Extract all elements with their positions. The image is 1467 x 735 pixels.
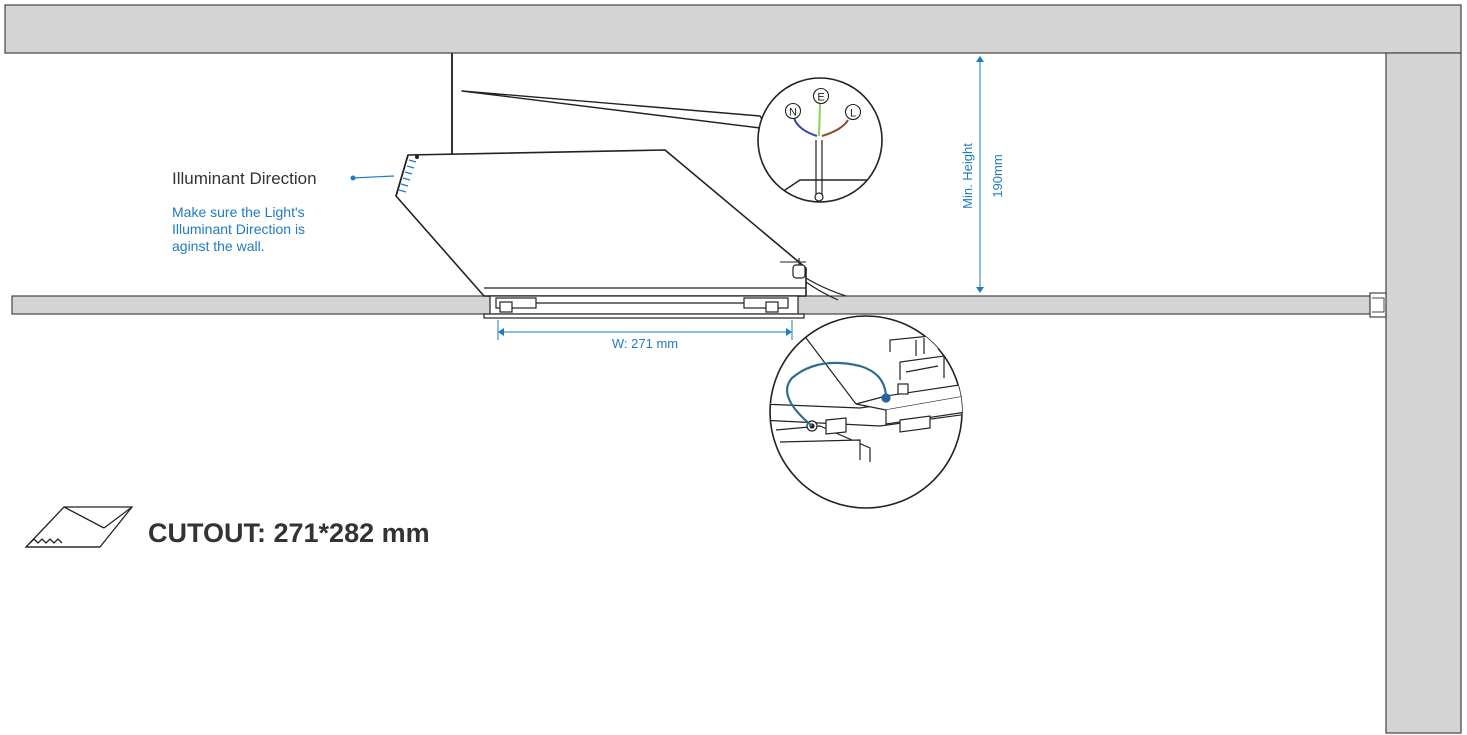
wire-earth: [818, 103, 821, 137]
power-cable: [461, 90, 769, 130]
cutout-label: CUTOUT: 271*282 mm: [148, 518, 430, 548]
live-terminal-icon: [844, 103, 862, 121]
illuminant-note-line-2: Illuminant Direction is: [172, 221, 305, 237]
earth-wire: [786, 361, 888, 427]
wire-neutral: [793, 117, 818, 137]
light-fixture: [395, 149, 847, 301]
illuminant-note-line-1: Make sure the Light's: [172, 204, 305, 220]
min-height-label: Min. Height: [960, 143, 975, 209]
wire-live: [821, 119, 849, 137]
illuminant-marks-icon: [398, 159, 417, 193]
illuminant-label: Illuminant Direction: [172, 169, 317, 188]
clip-detail-circle: [769, 315, 963, 509]
illuminant-callout: Illuminant Direction Make sure the Light…: [172, 169, 395, 254]
neutral-terminal-icon: [784, 102, 802, 120]
live-letter: L: [850, 108, 856, 120]
wall: [1385, 52, 1462, 734]
trim-frame: [483, 295, 805, 319]
min-height-value: 190mm: [990, 154, 1005, 197]
saw-icon: [24, 506, 134, 548]
min-height-dimension: Min. Height 190mm: [960, 56, 1005, 293]
neutral-letter: N: [789, 107, 797, 119]
connector: [792, 264, 806, 279]
width-label: W: 271 mm: [612, 336, 678, 351]
earth-terminal-icon: [812, 87, 830, 105]
width-dimension: W: 271 mm: [497, 320, 793, 351]
wiring-detail-circle: N E L: [757, 77, 883, 203]
illuminant-note-line-3: aginst the wall.: [172, 238, 265, 254]
earth-letter: E: [817, 92, 824, 104]
board-edge-clip: [1369, 292, 1387, 318]
ceiling-slab: [4, 4, 1462, 54]
